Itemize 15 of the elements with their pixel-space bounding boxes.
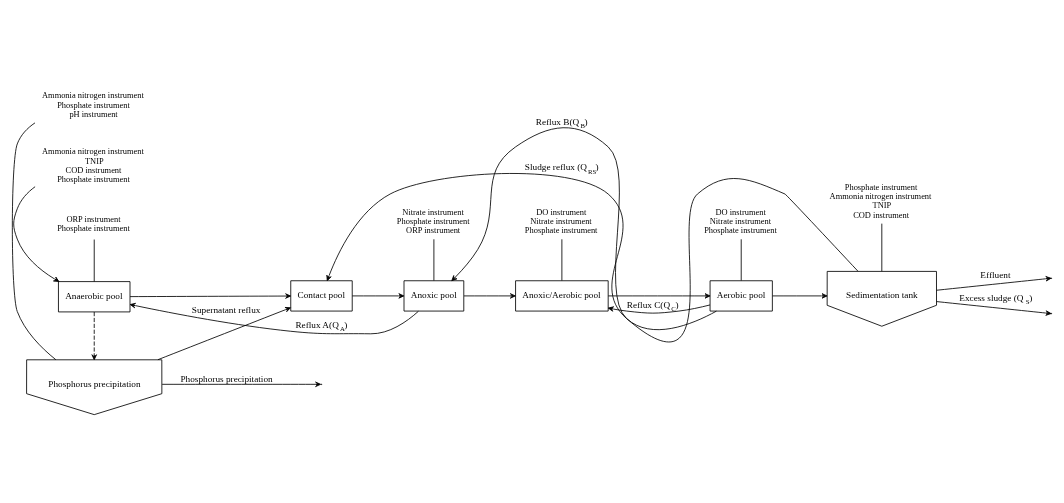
edge-label: Supernatant reflux bbox=[191, 304, 261, 315]
node-text: Ammonia nitrogen instrument Phosphate instrument pH instrument bbox=[42, 91, 144, 119]
node-text: Nitrate instrument Phosphate instrument ORP instrument bbox=[396, 207, 470, 236]
edge-label: Reflux B(Q$_{B}$) bbox=[535, 116, 588, 130]
edge-label: Phosphorus precipitation bbox=[180, 373, 273, 384]
node-text: DO instrument Nitrate instrument Phosphate instrument bbox=[524, 207, 598, 236]
edge-label: Sludge reflux (Q$_{RS}$) bbox=[524, 162, 599, 175]
node-text: Ammonia nitrogen instrument TNIP COD instrument Phosphate instrument bbox=[42, 147, 144, 185]
node-text: DO instrument Nitrate instrument Phosphate instrument bbox=[704, 207, 777, 236]
edge-label: Reflux C(Q$_{C}$) bbox=[626, 299, 679, 313]
edge-label: Excess sludge (Q$_{S}$) bbox=[959, 292, 1033, 306]
node-text: ORP instrument Phosphate instrument bbox=[57, 214, 130, 234]
edge-label: Reflux A(Q$_{A}$) bbox=[295, 319, 348, 333]
node-text: Phosphate instrument Ammonia nitrogen instrument TNIP COD instrument bbox=[829, 182, 932, 220]
edge-label: Effluent bbox=[980, 270, 1011, 281]
